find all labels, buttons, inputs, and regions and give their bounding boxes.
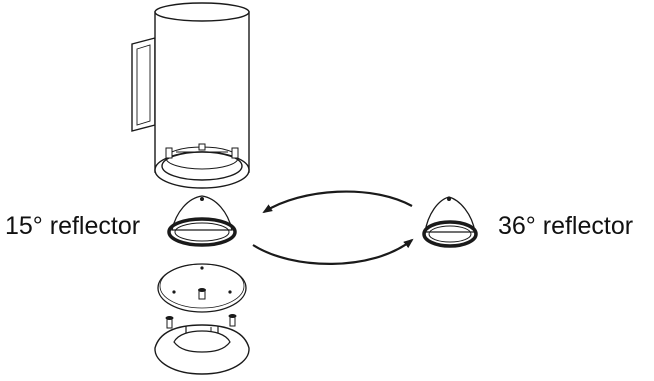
arrow-to-right [252,238,414,265]
exchange-arrows [252,190,414,265]
arrow-to-left [262,190,413,214]
housing-inner-opening [161,151,243,181]
center-screw [198,288,206,300]
reflector-15-degree [167,195,237,247]
screw-left [165,316,174,329]
trim-ring [154,324,250,375]
wall-mount-bracket [131,37,156,132]
screw-right [228,314,237,327]
housing-clips [165,143,239,159]
label-15-degree-reflector: 15° reflector [5,212,140,240]
fixing-screws [165,314,237,329]
housing-top-edge [154,2,250,22]
lens-cover-plate [157,263,247,313]
luminaire-housing [131,2,250,189]
reflector-36-degree [422,196,478,248]
label-36-degree-reflector: 36° reflector [498,212,633,240]
